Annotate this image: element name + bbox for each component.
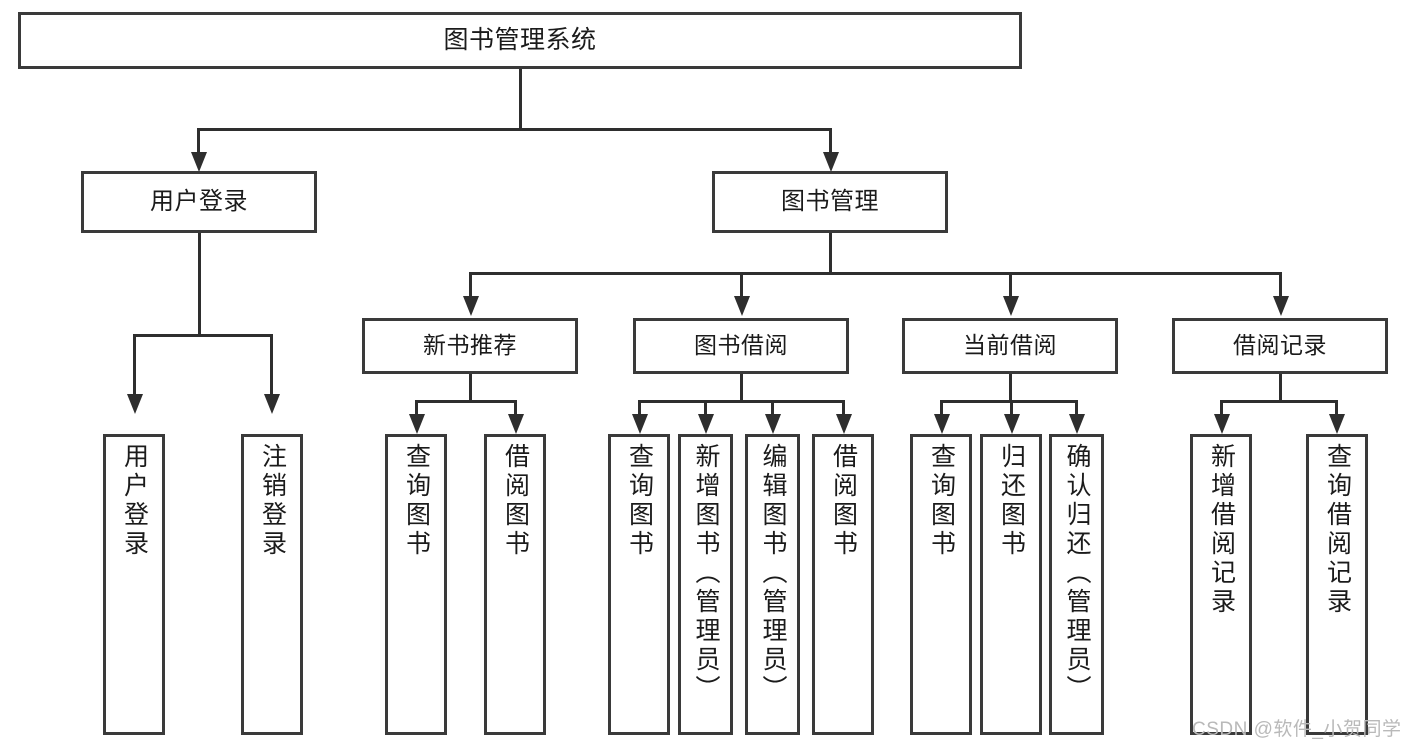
- node-leaf-user-login[interactable]: 用户登录: [103, 434, 165, 735]
- node-leaf-query-book-borrow[interactable]: 查询图书: [608, 434, 670, 735]
- node-root-system-label: 图书管理系统: [443, 25, 597, 54]
- connector-vertical: [1009, 374, 1012, 401]
- node-leaf-borrow-book-recommend-label: 借阅图书: [501, 443, 530, 559]
- connector-vertical: [469, 272, 472, 296]
- connector-vertical: [1220, 400, 1223, 414]
- arrowhead-icon: [409, 414, 425, 434]
- connector-horizontal: [638, 400, 843, 403]
- node-leaf-edit-book-admin[interactable]: 编辑图书（管理员）: [745, 434, 800, 735]
- connector-vertical: [829, 128, 832, 152]
- arrowhead-icon: [508, 414, 524, 434]
- node-leaf-add-borrow-record-label: 新增借阅记录: [1207, 443, 1236, 617]
- node-current-borrow[interactable]: 当前借阅: [902, 318, 1118, 374]
- csdn-watermark: CSDN @软件_小贺同学: [1192, 719, 1402, 740]
- connector-vertical: [1009, 272, 1012, 296]
- node-new-book-recommend-label: 新书推荐: [423, 332, 517, 359]
- arrowhead-icon: [264, 394, 280, 414]
- node-leaf-borrow-book[interactable]: 借阅图书: [812, 434, 874, 735]
- node-leaf-add-book-admin-label: 新增图书（管理员）: [692, 443, 720, 704]
- node-new-book-recommend[interactable]: 新书推荐: [362, 318, 578, 374]
- node-leaf-return-book-label: 归还图书: [997, 443, 1026, 559]
- connector-vertical: [519, 69, 522, 129]
- connector-vertical: [771, 400, 774, 414]
- connector-vertical: [842, 400, 845, 414]
- connector-vertical: [270, 334, 273, 394]
- arrowhead-icon: [1273, 296, 1289, 316]
- connector-horizontal: [133, 334, 271, 337]
- arrowhead-icon: [765, 414, 781, 434]
- connector-vertical: [1010, 400, 1013, 414]
- connector-vertical: [1335, 400, 1338, 414]
- arrowhead-icon: [191, 152, 207, 172]
- node-book-borrow-label: 图书借阅: [694, 332, 788, 359]
- arrowhead-icon: [1329, 414, 1345, 434]
- node-book-management[interactable]: 图书管理: [712, 171, 948, 233]
- node-leaf-add-book-admin[interactable]: 新增图书（管理员）: [678, 434, 733, 735]
- node-leaf-borrow-book-recommend[interactable]: 借阅图书: [484, 434, 546, 735]
- connector-horizontal: [469, 272, 1281, 275]
- arrowhead-icon: [734, 296, 750, 316]
- node-user-login-label: 用户登录: [150, 187, 248, 215]
- node-leaf-confirm-return-admin-label: 确认归还（管理员）: [1063, 443, 1091, 704]
- connector-vertical: [704, 400, 707, 414]
- connector-vertical: [197, 128, 200, 152]
- node-leaf-query-borrow-record-label: 查询借阅记录: [1323, 443, 1352, 617]
- connector-vertical: [1075, 400, 1078, 414]
- node-leaf-confirm-return-admin[interactable]: 确认归还（管理员）: [1049, 434, 1104, 735]
- connector-vertical: [1279, 374, 1282, 401]
- node-leaf-query-book-recommend-label: 查询图书: [402, 443, 431, 559]
- node-leaf-edit-book-admin-label: 编辑图书（管理员）: [759, 443, 787, 704]
- node-root-system[interactable]: 图书管理系统: [18, 12, 1022, 69]
- arrowhead-icon: [1003, 296, 1019, 316]
- node-leaf-borrow-book-label: 借阅图书: [829, 443, 858, 559]
- arrowhead-icon: [1004, 414, 1020, 434]
- node-leaf-query-book-borrow-label: 查询图书: [625, 443, 654, 559]
- connector-horizontal: [940, 400, 1076, 403]
- node-leaf-add-borrow-record[interactable]: 新增借阅记录: [1190, 434, 1252, 735]
- connector-vertical: [469, 374, 472, 401]
- connector-vertical: [638, 400, 641, 414]
- node-current-borrow-label: 当前借阅: [963, 332, 1057, 359]
- connector-vertical: [940, 400, 943, 414]
- node-leaf-query-book-current-label: 查询图书: [927, 443, 956, 559]
- arrowhead-icon: [1069, 414, 1085, 434]
- node-leaf-logout-login-label: 注销登录: [258, 443, 287, 559]
- arrowhead-icon: [823, 152, 839, 172]
- node-book-borrow[interactable]: 图书借阅: [633, 318, 849, 374]
- arrowhead-icon: [127, 394, 143, 414]
- arrowhead-icon: [463, 296, 479, 316]
- connector-horizontal: [1220, 400, 1336, 403]
- node-borrow-record[interactable]: 借阅记录: [1172, 318, 1388, 374]
- connector-vertical: [740, 272, 743, 296]
- connector-horizontal: [197, 128, 831, 131]
- arrowhead-icon: [698, 414, 714, 434]
- arrowhead-icon: [836, 414, 852, 434]
- connector-vertical: [829, 233, 832, 273]
- connector-horizontal: [415, 400, 515, 403]
- arrowhead-icon: [632, 414, 648, 434]
- connector-vertical: [740, 374, 743, 401]
- node-leaf-logout-login[interactable]: 注销登录: [241, 434, 303, 735]
- node-leaf-query-book-recommend[interactable]: 查询图书: [385, 434, 447, 735]
- connector-vertical: [415, 400, 418, 414]
- arrowhead-icon: [1214, 414, 1230, 434]
- node-leaf-query-borrow-record[interactable]: 查询借阅记录: [1306, 434, 1368, 735]
- node-leaf-query-book-current[interactable]: 查询图书: [910, 434, 972, 735]
- connector-vertical: [133, 334, 136, 394]
- connector-vertical: [514, 400, 517, 414]
- node-borrow-record-label: 借阅记录: [1233, 332, 1327, 359]
- arrowhead-icon: [934, 414, 950, 434]
- node-leaf-user-login-label: 用户登录: [120, 443, 149, 559]
- node-leaf-return-book[interactable]: 归还图书: [980, 434, 1042, 735]
- connector-vertical: [198, 233, 201, 335]
- connector-vertical: [1279, 272, 1282, 296]
- node-user-login[interactable]: 用户登录: [81, 171, 317, 233]
- node-book-management-label: 图书管理: [781, 187, 879, 215]
